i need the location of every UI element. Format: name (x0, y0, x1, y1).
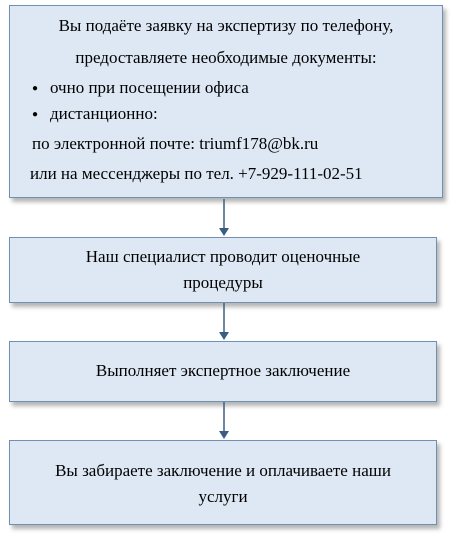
step-4-line-2: услуги (198, 487, 248, 506)
step-3-line-1: Выполняет экспертное заключение (95, 361, 351, 380)
email-line: по электронной почте: triumf178@bk.ru (32, 134, 319, 153)
step-2-line-1: Наш специалист проводит оценочные (85, 247, 361, 266)
down-arrow-icon (218, 303, 230, 341)
step-1-box: Вы подаёте заявку на экспертизу по телеф… (9, 5, 443, 198)
step-1-line-2: предоставляете необходимые документы: (75, 48, 377, 67)
down-arrow-icon (218, 199, 230, 237)
step-1-bullet-1: очно при посещении офиса (50, 78, 249, 97)
step-3-box: Выполняет экспертное заключение (9, 341, 437, 402)
step-4-line-1: Вы забираете заключение и оплачиваете на… (55, 461, 391, 480)
down-arrow-icon (218, 402, 230, 440)
phone-line: или на мессенджеры по тел. +7-929-111-02… (30, 164, 363, 183)
step-1-line-1: Вы подаёте заявку на экспертизу по телеф… (58, 16, 394, 35)
step-1-bullet-2: дистанционно: (50, 104, 158, 123)
step-2-box: Наш специалист проводит оценочные процед… (9, 237, 437, 303)
step-2-line-2: процедуры (183, 273, 263, 292)
bullet-icon: ● (32, 83, 39, 94)
step-4-box: Вы забираете заключение и оплачиваете на… (9, 440, 437, 525)
bullet-icon: ● (32, 109, 39, 120)
